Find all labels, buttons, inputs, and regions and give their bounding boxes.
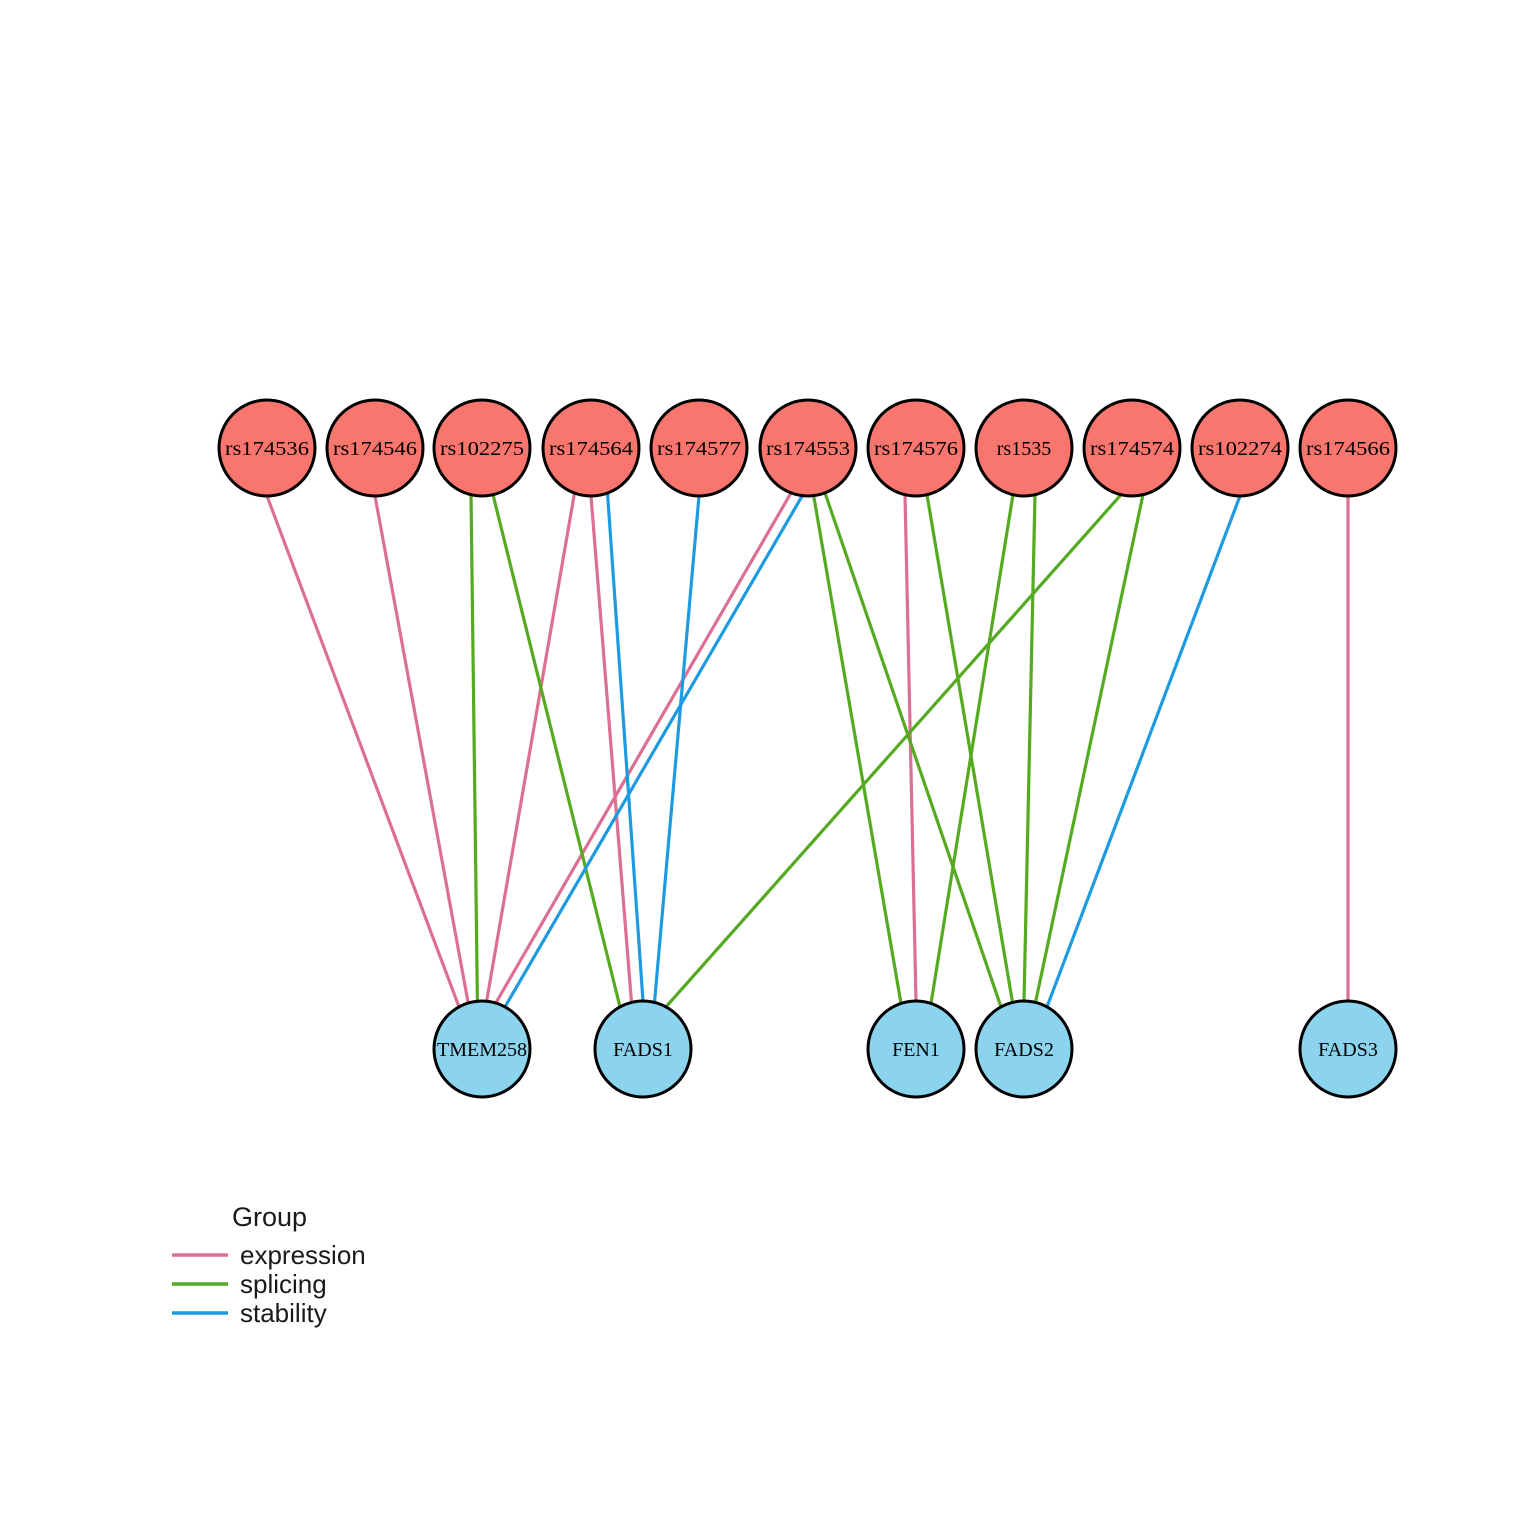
node-TMEM258[interactable]: TMEM258 bbox=[432, 999, 532, 1099]
node-circle-rs102274[interactable] bbox=[1190, 398, 1290, 498]
node-circle-rs174536[interactable] bbox=[217, 398, 317, 498]
edge-expression-rs174536-TMEM258 bbox=[265, 494, 461, 1009]
node-rs174577[interactable]: rs174577 bbox=[649, 398, 749, 498]
node-rs174566[interactable]: rs174566 bbox=[1298, 398, 1398, 498]
node-rs102274[interactable]: rs102274 bbox=[1190, 398, 1290, 498]
node-label-rs1535: rs1535 bbox=[997, 438, 1051, 460]
edge-expression-rs174546-TMEM258 bbox=[373, 494, 470, 1005]
node-circle-rs174577[interactable] bbox=[649, 398, 749, 498]
node-FADS1[interactable]: FADS1 bbox=[593, 999, 693, 1099]
edge-stability-rs102274-FADS2 bbox=[1045, 494, 1242, 1009]
edge-stability-rs174564-FADS1 bbox=[605, 491, 645, 1003]
edge-splicing-rs174574-FADS1 bbox=[664, 493, 1123, 1009]
node-label-FADS2: FADS2 bbox=[994, 1039, 1054, 1061]
node-label-rs102275: rs102275 bbox=[440, 438, 524, 460]
node-circle-rs102275[interactable] bbox=[432, 398, 532, 498]
node-circle-rs174546[interactable] bbox=[325, 398, 425, 498]
node-label-TMEM258: TMEM258 bbox=[437, 1039, 527, 1061]
node-label-rs174576: rs174576 bbox=[874, 438, 958, 460]
edge-stability-rs174577-FADS1 bbox=[652, 494, 701, 1004]
edge-layer bbox=[265, 491, 1350, 1009]
edge-splicing-rs102275-FADS1 bbox=[491, 493, 622, 1009]
node-label-rs174546: rs174546 bbox=[333, 438, 417, 460]
legend-label-splicing[interactable]: splicing bbox=[240, 1269, 327, 1299]
node-label-FEN1: FEN1 bbox=[892, 1039, 940, 1061]
node-FEN1[interactable]: FEN1 bbox=[866, 999, 966, 1099]
edge-expression-rs174564-FADS1 bbox=[589, 494, 634, 1004]
edge-expression-rs174576-FEN1 bbox=[903, 493, 918, 1003]
node-circle-TMEM258[interactable] bbox=[432, 999, 532, 1099]
node-circle-FADS2[interactable] bbox=[974, 999, 1074, 1099]
node-label-rs174536: rs174536 bbox=[225, 438, 309, 460]
edge-expression-rs174553-TMEM258 bbox=[494, 491, 793, 1005]
node-circle-rs174553[interactable] bbox=[758, 398, 858, 498]
node-circle-rs174576[interactable] bbox=[866, 398, 966, 498]
edge-splicing-rs174553-FEN1 bbox=[812, 494, 903, 1006]
edge-splicing-rs174553-FADS2 bbox=[823, 491, 1003, 1009]
node-rs174576[interactable]: rs174576 bbox=[866, 398, 966, 498]
node-circle-FEN1[interactable] bbox=[866, 999, 966, 1099]
node-FADS3[interactable]: FADS3 bbox=[1298, 999, 1398, 1099]
edge-splicing-rs102275-TMEM258 bbox=[469, 493, 479, 1003]
legend-label-expression[interactable]: expression bbox=[240, 1240, 366, 1270]
node-circle-FADS1[interactable] bbox=[593, 999, 693, 1099]
edge-expression-rs174564-TMEM258 bbox=[485, 491, 577, 1003]
node-circle-rs174566[interactable] bbox=[1298, 398, 1398, 498]
node-rs174574[interactable]: rs174574 bbox=[1082, 398, 1182, 498]
legend-title: Group bbox=[232, 1202, 307, 1232]
node-label-FADS1: FADS1 bbox=[613, 1039, 673, 1061]
edge-splicing-rs174576-FADS2 bbox=[925, 493, 1015, 1004]
node-layer: rs174536 rs174546 rs102275 rs174564 rs174577… bbox=[217, 398, 1398, 1099]
node-label-rs102274: rs102274 bbox=[1198, 438, 1282, 460]
node-rs102275[interactable]: rs102275 bbox=[432, 398, 532, 498]
edge-stability-rs174553-TMEM258 bbox=[503, 494, 804, 1009]
node-label-rs174564: rs174564 bbox=[549, 438, 633, 460]
node-rs174536[interactable]: rs174536 bbox=[217, 398, 317, 498]
node-FADS2[interactable]: FADS2 bbox=[974, 999, 1074, 1099]
legend-label-stability[interactable]: stability bbox=[240, 1298, 327, 1328]
node-circle-rs1535[interactable] bbox=[974, 398, 1074, 498]
node-label-rs174566: rs174566 bbox=[1306, 438, 1390, 460]
node-rs174553[interactable]: rs174553 bbox=[758, 398, 858, 498]
node-circle-rs174564[interactable] bbox=[541, 398, 641, 498]
edge-splicing-rs1535-FEN1 bbox=[929, 493, 1015, 1006]
node-label-rs174577: rs174577 bbox=[657, 438, 741, 460]
edge-splicing-rs1535-FADS2 bbox=[1022, 493, 1037, 1003]
node-rs1535[interactable]: rs1535 bbox=[974, 398, 1074, 498]
edge-splicing-rs174574-FADS2 bbox=[1033, 493, 1145, 1004]
node-rs174546[interactable]: rs174546 bbox=[325, 398, 425, 498]
node-label-rs174574: rs174574 bbox=[1090, 438, 1174, 460]
node-rs174564[interactable]: rs174564 bbox=[541, 398, 641, 498]
node-circle-FADS3[interactable] bbox=[1298, 999, 1398, 1099]
node-label-rs174553: rs174553 bbox=[766, 438, 850, 460]
node-label-FADS3: FADS3 bbox=[1318, 1039, 1378, 1061]
node-circle-rs174574[interactable] bbox=[1082, 398, 1182, 498]
